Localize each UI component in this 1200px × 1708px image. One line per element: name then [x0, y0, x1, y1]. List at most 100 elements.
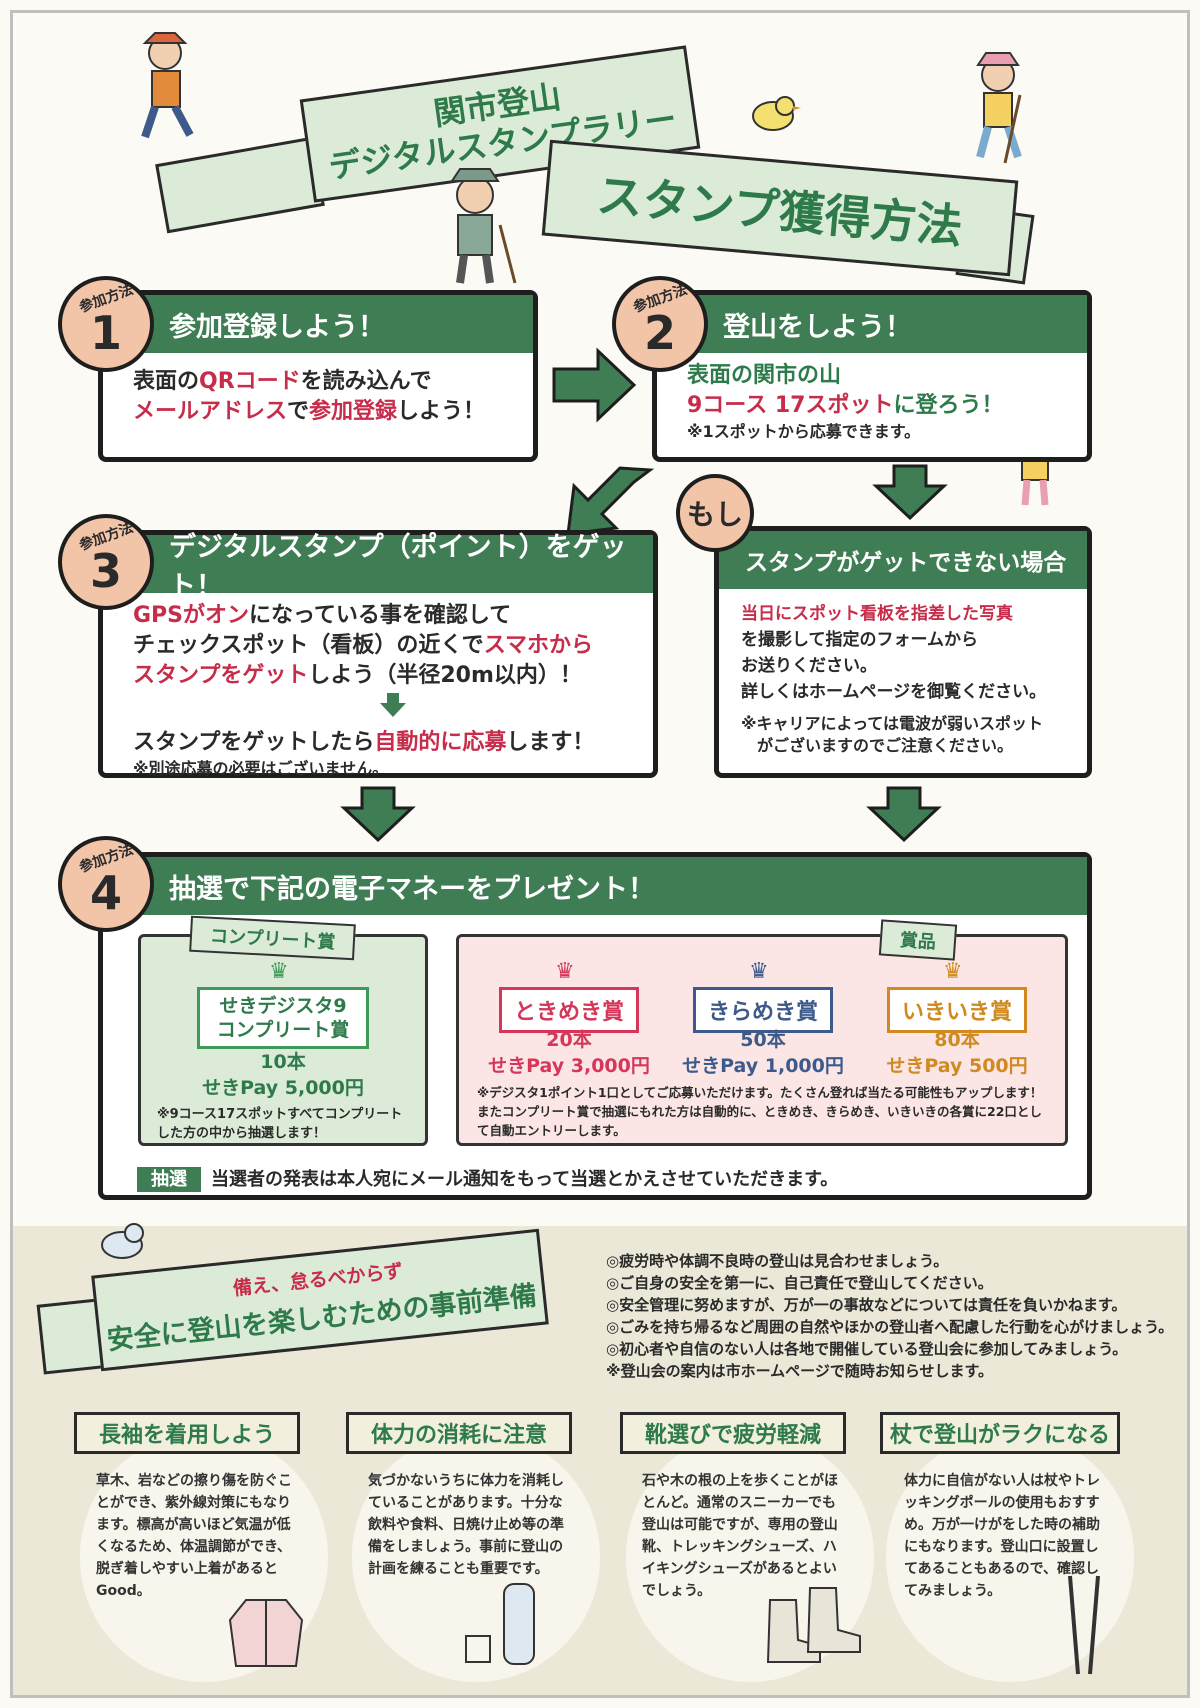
guide-illustration [450, 168, 517, 284]
prize-values-ikiiki: 80本 せきPay 500円 [867, 1027, 1047, 1079]
crown-icon: ♛ [943, 959, 963, 984]
prize-amount: せきPay 500円 [886, 1055, 1028, 1077]
step1-text: で [287, 399, 310, 424]
step1-heading: 参加登録しよう！ [103, 295, 533, 353]
bottle-and-cup-icon [465, 1583, 535, 1665]
page-frame [10, 10, 1190, 1698]
prize-name-ikiiki: いきいき賞 [887, 987, 1027, 1033]
step3-text: チェックスポット（看板）の近くで [133, 633, 484, 658]
moshi-badge: もし [676, 474, 754, 552]
safety-note: ◎ごみを持ち帰るなど周囲の自然やほかの登山者へ配慮した行動を心がけましょう。 [606, 1318, 1174, 1336]
safety-note: ◎疲労時や体調不良時の登山は見合わせましょう。 [606, 1252, 949, 1270]
step3-text: スタンプをゲットしたら [133, 730, 375, 755]
step2-heading: 登山をしよう！ [657, 295, 1087, 353]
method-title: スタンプ獲得方法 [594, 168, 965, 254]
prize-count: 80本 [934, 1029, 980, 1051]
safety-note: ◎安全管理に努めますが、万が一の事故などについては責任を負いかねます。 [606, 1296, 1127, 1314]
step1-text: 表面の [133, 369, 200, 394]
lottery-row: 抽選当選者の発表は本人宛にメール通知をもって当選とかえさせていただきます。 [137, 1165, 839, 1192]
tip-title-stamina: 体力の消耗に注意 [346, 1412, 572, 1454]
prize-values-kirameki: 50本 せきPay 1,000円 [673, 1027, 853, 1079]
step3-phone-highlight: スマホから [483, 633, 594, 658]
lottery-text: 当選者の発表は本人宛にメール通知をもって当選とかえさせていただきます。 [211, 1169, 839, 1190]
step2-badge-number: 2 [643, 306, 676, 360]
complete-prize-name-line2: コンプリート賞 [216, 1019, 350, 1041]
arrow-down-icon [866, 786, 942, 843]
lottery-label: 抽選 [137, 1167, 201, 1192]
step2-note: ※1スポットから応募できます。 [687, 422, 921, 441]
tip-text-sleeves: 草木、岩などの擦り傷を防ぐことができ、紫外線対策にもなります。標高が高いほど気温… [96, 1473, 292, 1599]
step2-course-highlight: 9コース 17スポット [687, 393, 894, 418]
step2-box: 登山をしよう！ 表面の関市の山 9コース 17スポットに登ろう！ ※1スポットか… [652, 290, 1092, 462]
tip-text-poles: 体力に自信がない人は杖やトレッキングポールの使用もおすすめ。万が一けがをした時の… [904, 1473, 1100, 1599]
complete-prize-count: 10本 [260, 1051, 306, 1073]
tip-text-shoes: 石や木の根の上を歩くことがほとんど。通常のスニーカーでも登山は可能ですが、専用の… [642, 1473, 838, 1599]
bird-illustration [101, 1223, 144, 1259]
step2-badge: 参加方法 2 [612, 276, 708, 372]
step3-body: GPSがオンになっている事を確認して チェックスポット（看板）の近くでスマホから… [103, 593, 653, 794]
fallback-heading: スタンプがゲットできない場合 [719, 531, 1087, 589]
prize-amount: せきPay 1,000円 [682, 1055, 844, 1077]
fallback-body: 当日にスポット看板を指差した写真 を撮影して指定のフォームから お送りください。… [719, 589, 1087, 769]
tip-title-sleeves: 長袖を着用しよう [74, 1412, 300, 1454]
hiking-boots-icon [766, 1587, 861, 1663]
tip-title-shoes: 靴選びで疲労軽減 [620, 1412, 846, 1454]
step1-text: しよう！ [397, 399, 486, 424]
step1-badge: 参加方法 1 [58, 276, 154, 372]
step3-gps-highlight: GPSがオン [133, 603, 250, 628]
complete-prize-amount: せきPay 5,000円 [202, 1077, 364, 1099]
arrow-down-icon [340, 786, 416, 843]
step3-note: ※別途応募の必要はございません。 [133, 759, 389, 778]
arrow-down-icon [872, 464, 948, 521]
step2-line1: 表面の関市の山 [687, 363, 842, 388]
complete-prize-panel: ♛ せきデジスタ9 コンプリート賞 10本 せきPay 5,000円 ※9コース… [138, 934, 428, 1146]
jacket-icon [228, 1599, 304, 1667]
step1-text: を読み込んで [300, 369, 432, 394]
fallback-line4: 詳しくはホームページを御覧ください。 [741, 682, 1047, 702]
step1-email-highlight: メールアドレス [133, 399, 288, 424]
fallback-note1: ※キャリアによっては電波が弱いスポット [741, 714, 1043, 733]
tip-text-stamina: 気づかないうちに体力を消耗していることがあります。十分な飲料や食料、日焼け止め等… [368, 1473, 564, 1577]
step4-heading: 抽選で下記の電子マネーをプレゼント！ [103, 857, 1087, 915]
step1-body: 表面のQRコードを読み込んで メールアドレスで参加登録しよう！ [103, 353, 533, 441]
fallback-box: スタンプがゲットできない場合 当日にスポット看板を指差した写真 を撮影して指定の… [714, 526, 1092, 778]
step1-badge-number: 1 [89, 306, 122, 360]
crown-icon: ♛ [749, 959, 769, 984]
prizes-tag: 賞品 [878, 919, 958, 961]
step3-auto-highlight: 自動的に応募 [374, 730, 507, 755]
step1-qr-highlight: QRコード [199, 369, 301, 394]
arrow-right-icon [552, 347, 637, 423]
step3-heading: デジタルスタンプ（ポイント）をゲット！ [103, 532, 653, 602]
fallback-line1: 当日にスポット看板を指差した写真 [741, 604, 1013, 624]
step3-text: になっている事を確認して [249, 603, 512, 628]
bird-illustration [752, 96, 801, 131]
safety-note: ◎ご自身の安全を第一に、自己責任で登山してください。 [606, 1274, 993, 1292]
step1-register-highlight: 参加登録 [309, 399, 398, 424]
prize-count: 20本 [546, 1029, 592, 1051]
prizes-panel: ♛ ときめき賞 20本 せきPay 3,000円 ♛ きらめき賞 50本 せきP… [456, 934, 1068, 1146]
step3-text: しよう（半径20m以内）！ [308, 663, 582, 688]
prize-name-tokimeki: ときめき賞 [499, 987, 639, 1033]
step3-stamp-highlight: スタンプをゲット [133, 663, 309, 688]
hiker-illustration-left [141, 32, 194, 139]
step2-text: に登ろう！ [893, 393, 1004, 418]
fallback-note2: がございますのでご注意ください。 [757, 736, 1014, 755]
safety-note: ※登山会の案内は市ホームページで随時お知らせします。 [606, 1362, 994, 1380]
prize-values-tokimeki: 20本 せきPay 3,000円 [479, 1027, 659, 1079]
step4-badge: 参加方法 4 [58, 836, 154, 932]
step1-box: 参加登録しよう！ 表面のQRコードを読み込んで メールアドレスで参加登録しよう！ [98, 290, 538, 462]
small-arrow-down-icon [380, 693, 406, 717]
complete-prize-name-line1: せきデジスタ9 [219, 995, 347, 1017]
step3-text: します！ [506, 730, 595, 755]
prize-amount: せきPay 3,000円 [488, 1055, 650, 1077]
prize-count: 50本 [740, 1029, 786, 1051]
prizes-note: ※デジスタ1ポイント1口としてご応募いただけます。たくさん登れば当たる可能性もア… [477, 1085, 1043, 1138]
complete-prize-values: 10本 せきPay 5,000円 [161, 1049, 405, 1101]
step3-box: デジタルスタンプ（ポイント）をゲット！ GPSがオンになっている事を確認して チ… [98, 530, 658, 778]
step3-badge-number: 3 [89, 544, 122, 598]
trekking-poles-icon [1068, 1575, 1100, 1675]
safety-notes: ◎疲労時や体調不良時の登山は見合わせましょう。 ◎ご自身の安全を第一に、自己責任… [606, 1250, 1176, 1382]
complete-prize-name: せきデジスタ9 コンプリート賞 [197, 987, 369, 1049]
step4-badge-number: 4 [89, 866, 122, 920]
hiker-illustration-right [976, 52, 1022, 164]
